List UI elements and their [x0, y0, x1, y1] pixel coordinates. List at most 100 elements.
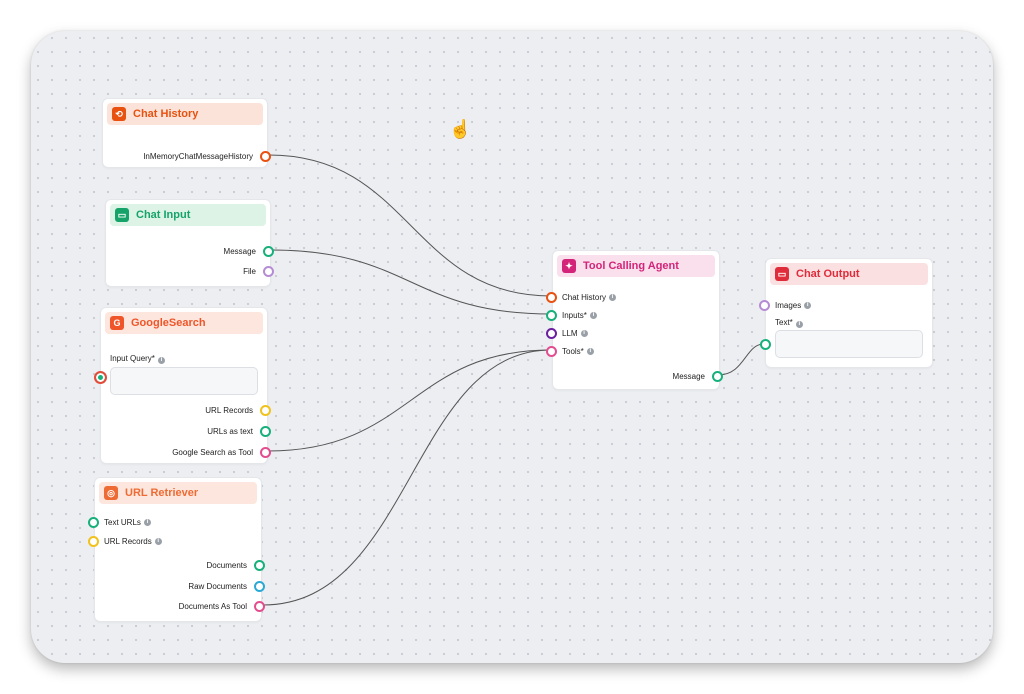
field-label-text: Text* [775, 318, 793, 327]
google-search-header: G GoogleSearch [105, 312, 263, 334]
port-label: Documents [206, 560, 247, 570]
node-title: URL Retriever [125, 487, 199, 499]
chat-history-icon: ⟲ [112, 107, 126, 121]
input-query-label: Input Query*i [110, 354, 165, 364]
chat-history-node[interactable]: ⟲ Chat History InMemoryChatMessageHistor… [102, 98, 271, 168]
output-file: File [114, 264, 274, 278]
port-label: File [243, 266, 256, 276]
output-handle[interactable] [263, 265, 274, 277]
port-label: Message [672, 371, 705, 381]
input-handle[interactable] [546, 345, 557, 357]
output-url-records: URL Records [111, 403, 271, 417]
google-icon: G [110, 316, 124, 330]
output-handle[interactable] [254, 580, 265, 592]
edge-url-tool[interactable] [262, 349, 552, 606]
output-raw-documents: Raw Documents [105, 579, 265, 593]
port-label: Raw Documents [188, 581, 247, 591]
input-query-field[interactable] [110, 367, 258, 395]
edges-layer [262, 154, 765, 606]
info-icon: i [609, 293, 617, 301]
output-handle[interactable] [260, 404, 271, 416]
url-retriever-header: ◎ URL Retriever [99, 482, 257, 504]
output-handle[interactable] [263, 245, 274, 257]
input-handle[interactable] [88, 535, 99, 547]
node-title: Chat Input [136, 209, 191, 221]
chat-input-header: ▭ Chat Input [110, 204, 266, 226]
info-icon: i [154, 537, 162, 545]
node-title: Tool Calling Agent [583, 260, 679, 272]
text-input-field[interactable] [775, 330, 923, 358]
chat-input-icon: ▭ [115, 208, 129, 222]
output-handle[interactable] [260, 446, 271, 458]
google-search-node[interactable]: G GoogleSearch Input Query*i URL Records… [94, 307, 271, 464]
node-title: GoogleSearch [131, 317, 206, 329]
input-handle[interactable] [546, 309, 557, 321]
input-handle[interactable] [88, 516, 99, 528]
output-handle[interactable] [260, 425, 271, 437]
output-documents: Documents [105, 558, 265, 572]
text-input-label: Text*i [775, 318, 803, 328]
port-label: Text URLs [104, 517, 141, 527]
text-input-handle[interactable] [760, 339, 771, 350]
output-google-tool: Google Search as Tool [111, 445, 271, 459]
port-label: Images [775, 300, 802, 310]
edge-agent-output[interactable] [717, 343, 765, 376]
port-label: LLM [562, 328, 578, 338]
chat-history-header: ⟲ Chat History [107, 103, 263, 125]
output-handle[interactable] [260, 150, 271, 162]
input-query-handle[interactable] [94, 371, 107, 384]
chat-input-node[interactable]: ▭ Chat Input Message File [105, 199, 274, 287]
port-label: Documents As Tool [178, 601, 247, 611]
port-label: URLs as text [207, 426, 253, 436]
input-inputs: Inputs*i [546, 308, 597, 322]
url-retriever-icon: ◎ [104, 486, 118, 500]
info-icon: i [157, 357, 165, 364]
info-icon: i [795, 321, 803, 328]
port-label: URL Records [104, 536, 152, 546]
port-label: URL Records [205, 405, 253, 415]
port-label: Inputs* [562, 310, 587, 320]
port-label: InMemoryChatMessageHistory [143, 151, 253, 161]
output-message: Message [563, 369, 723, 383]
edge-google-tool[interactable] [267, 349, 552, 452]
field-label-text: Input Query* [110, 354, 155, 363]
port-label: Google Search as Tool [172, 447, 253, 457]
agent-icon: ✦ [562, 259, 576, 273]
info-icon: i [586, 347, 594, 355]
input-handle[interactable] [759, 299, 770, 311]
edge-chat-input[interactable] [270, 249, 552, 315]
port-label: Chat History [562, 292, 607, 302]
output-urls-text: URLs as text [111, 424, 271, 438]
edge-chat-history[interactable] [268, 154, 552, 297]
input-handle[interactable] [546, 291, 557, 303]
output-message: Message [114, 244, 274, 258]
output-handle[interactable] [712, 370, 723, 382]
output-documents-tool: Documents As Tool [105, 599, 265, 613]
node-title: Chat Output [796, 268, 860, 280]
flow-canvas[interactable]: ⟲ Chat History InMemoryChatMessageHistor… [31, 31, 993, 663]
hand-cursor-icon: ☝ [449, 119, 472, 139]
input-handle[interactable] [546, 327, 557, 339]
chat-output-header: ▭ Chat Output [770, 263, 928, 285]
chat-output-icon: ▭ [775, 267, 789, 281]
node-title: Chat History [133, 108, 199, 120]
output-handle[interactable] [254, 559, 265, 571]
output-inmemory: InMemoryChatMessageHistory [111, 149, 271, 163]
tool-calling-agent-header: ✦ Tool Calling Agent [557, 255, 715, 277]
input-tools: Tools*i [546, 344, 594, 358]
info-icon: i [804, 301, 812, 309]
info-icon: i [143, 518, 151, 526]
port-label: Tools* [562, 346, 584, 356]
output-handle[interactable] [254, 600, 265, 612]
info-icon: i [580, 329, 588, 337]
info-icon: i [589, 311, 597, 319]
port-label: Message [223, 246, 256, 256]
